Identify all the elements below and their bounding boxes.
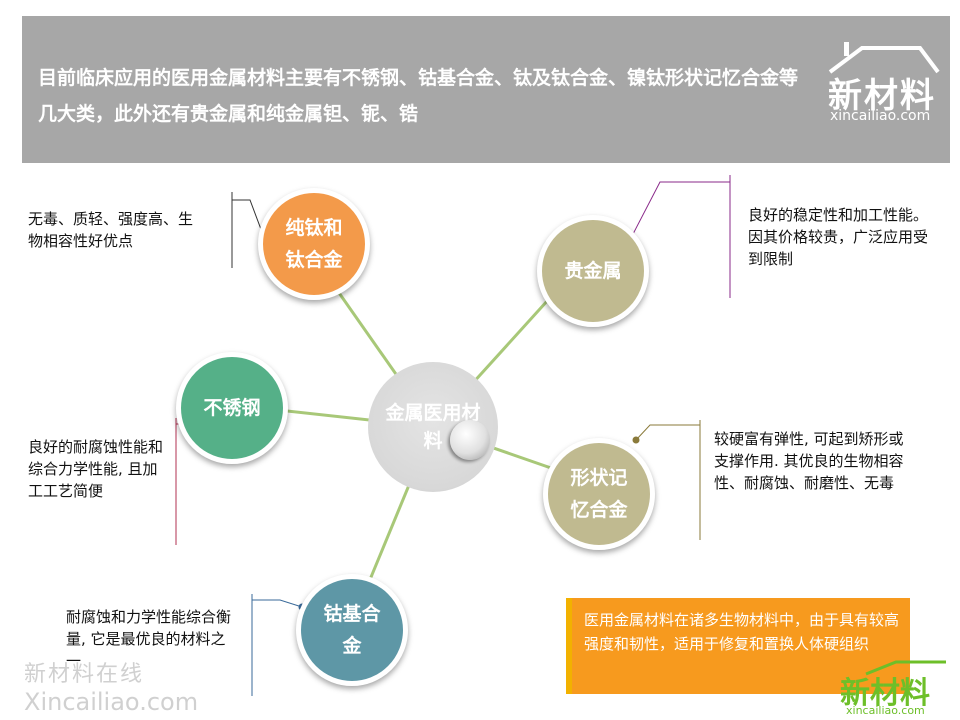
logo-name: 新材料 — [840, 676, 930, 711]
node-precious-metal: 贵金属 — [537, 215, 649, 327]
center-knob-icon — [450, 420, 490, 460]
logo-url: xincailiao.com — [846, 704, 925, 717]
house-icon — [865, 660, 946, 676]
watermark: 新材料在线 Xincailiao.com — [24, 656, 198, 716]
node-stainless-steel: 不锈钢 — [176, 352, 288, 464]
node-label: 贵金属 — [564, 260, 622, 282]
node-shape-memory-alloy: 形状记忆合金 — [543, 438, 655, 550]
desc-shape-memory-alloy: 较硬富有弹性, 可起到矫形或支撑作用. 其优良的生物相容性、耐腐蚀、耐磨性、无毒 — [714, 430, 904, 492]
desc-pure-titanium: 无毒、质轻、强度高、生物相容性好优点 — [28, 210, 194, 250]
watermark-url: Xincailiao.com — [24, 688, 199, 716]
note-box: 医用金属材料在诸多生物材料中，由于具有较高强度和韧性，适用于修复和置换人体硬组织 — [566, 598, 910, 694]
desc-precious-metal: 良好的稳定性和加工性能。因其价格较贵，广泛应用受到限制 — [748, 206, 929, 268]
center-label: 金属医用材料 — [385, 402, 481, 452]
header-banner: 目前临床应用的医用金属材料主要有不锈钢、钴基合金、钛及钛合金、镍钛形状记忆合金等… — [22, 16, 950, 163]
node-label: 不锈钢 — [203, 397, 261, 419]
watermark-name: 新材料在线 — [24, 662, 145, 687]
node-pure-titanium: 纯钛和钛合金 — [258, 188, 370, 300]
logo-url: xincailiao.com — [830, 108, 931, 124]
desc-stainless-steel: 良好的耐腐蚀性能和综合力学性能, 且加工工艺简便 — [28, 438, 164, 500]
desc-cobalt-alloy: 耐腐蚀和力学性能综合衡量, 它是最优良的材料之一 — [66, 608, 232, 670]
house-icon — [828, 42, 940, 74]
note-text: 医用金属材料在诸多生物材料中，由于具有较高强度和韧性，适用于修复和置换人体硬组织 — [584, 611, 900, 653]
brand-logo-bottom: 新材料 xincailiao.com — [836, 660, 956, 720]
brand-logo: 新材料 xincailiao.com — [800, 30, 950, 130]
node-cobalt-alloy: 钴基合金 — [296, 574, 408, 686]
logo-name: 新材料 — [828, 76, 936, 116]
node-label: 钴基合金 — [323, 603, 381, 657]
node-label: 纯钛和钛合金 — [285, 217, 343, 271]
header-text: 目前临床应用的医用金属材料主要有不锈钢、钴基合金、钛及钛合金、镍钛形状记忆合金等… — [38, 67, 799, 125]
node-label: 形状记忆合金 — [570, 467, 628, 521]
